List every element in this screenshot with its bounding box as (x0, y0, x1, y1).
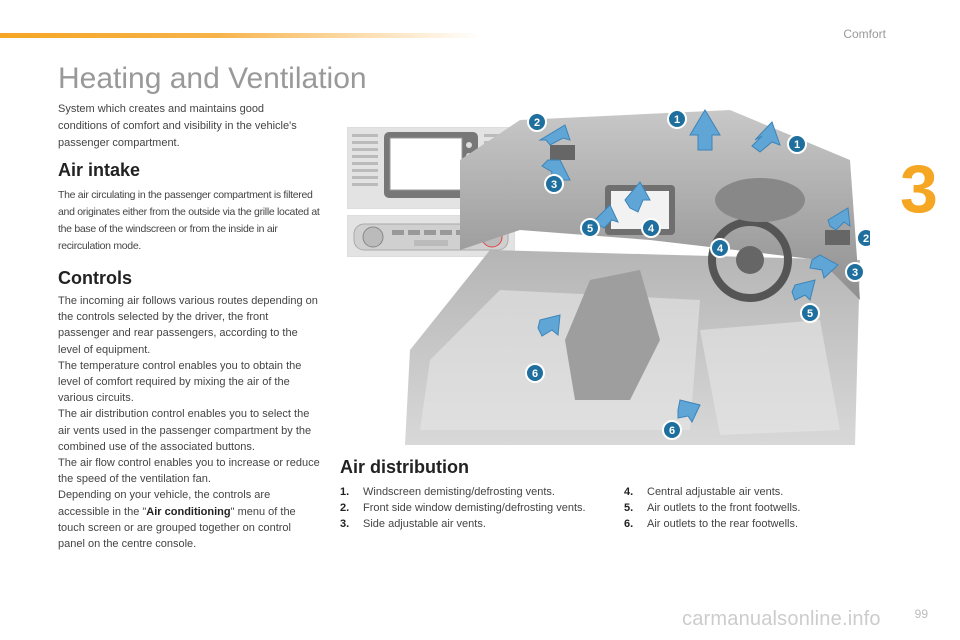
svg-text:5: 5 (807, 308, 813, 320)
air-intake-heading: Air intake (58, 160, 141, 180)
badge-3: 3 (845, 262, 865, 282)
badge-3: 3 (544, 174, 564, 194)
controls-paragraph: The air distribution control enables you… (58, 408, 312, 453)
controls-paragraph: The temperature control enables you to o… (58, 359, 302, 405)
badge-6: 6 (525, 363, 545, 383)
item-number: 3. (340, 518, 350, 530)
controls-text: The incoming air follows various routes … (58, 293, 320, 552)
badge-4: 4 (710, 238, 730, 258)
svg-text:2: 2 (863, 233, 869, 245)
badge-5: 5 (800, 303, 820, 323)
air-distribution-list: 4. Central adjustable air vents. 5. Air ou… (624, 484, 834, 532)
svg-text:3: 3 (551, 179, 557, 191)
badge-6: 6 (662, 420, 682, 440)
item-text: Windscreen demisting/defrosting vents. (363, 486, 555, 498)
svg-text:4: 4 (717, 243, 724, 255)
control-panel-image (347, 215, 515, 257)
accent-bar (0, 33, 480, 38)
list-item: 1. Windscreen demisting/defrosting vents. (340, 484, 590, 500)
controls-paragraph: The incoming air follows various routes … (58, 295, 318, 356)
page-title: Heating and Ventilation (58, 62, 367, 95)
badge-5: 5 (580, 218, 600, 238)
air-intake-text: The air circulating in the passenger com… (58, 189, 320, 252)
item-number: 5. (624, 502, 634, 514)
item-text: Central adjustable air vents. (647, 486, 784, 498)
item-number: 6. (624, 518, 634, 530)
page-number: 99 (914, 607, 928, 621)
item-number: 1. (340, 486, 350, 498)
chapter-number: 3 (900, 151, 938, 227)
list-item: 5. Air outlets to the front footwells. (624, 500, 834, 516)
badge-1: 1 (787, 134, 807, 154)
list-item: 3. Side adjustable air vents. (340, 516, 590, 532)
controls-heading: Controls (58, 268, 132, 288)
item-number: 4. (624, 486, 634, 498)
controls-text-part: " menu of the touch screen or are groupe… (58, 505, 296, 551)
item-text: Front side window demisting/defrosting v… (363, 502, 586, 514)
section-label: Comfort (843, 27, 886, 41)
badge-2: 2 (856, 228, 876, 248)
item-number: 2. (340, 502, 350, 514)
svg-text:6: 6 (669, 425, 675, 437)
air-conditioning-menu-label: Air conditioning (146, 505, 231, 518)
air-distribution-list: 1. Windscreen demisting/defrosting vents.… (340, 484, 590, 532)
svg-text:3: 3 (852, 267, 858, 279)
item-text: Side adjustable air vents. (363, 518, 486, 530)
item-text: Air outlets to the front footwells. (647, 502, 801, 514)
svg-text:6: 6 (532, 368, 538, 380)
controls-text-part: Depending on your vehicle, the controls … (58, 489, 271, 518)
svg-text:1: 1 (794, 139, 800, 151)
badge-1: 1 (667, 109, 687, 129)
badge-2: 2 (527, 112, 547, 132)
ventilation-diagram: 1 1 2 2 3 3 4 4 5 5 6 6 (400, 100, 876, 450)
air-distribution-heading: Air distribution (340, 457, 469, 477)
watermark: carmanualsonline.info (682, 608, 881, 630)
list-item: 6. Air outlets to the rear footwells. (624, 516, 834, 532)
intro-text: System which creates and maintains good … (58, 103, 297, 149)
controls-paragraph: The air flow control enables you to incr… (58, 457, 320, 486)
svg-text:1: 1 (674, 114, 680, 126)
list-item: 2. Front side window demisting/defrosting… (340, 500, 590, 516)
item-text: Air outlets to the rear footwells. (647, 518, 799, 530)
badge-4: 4 (641, 218, 661, 238)
svg-text:2: 2 (534, 117, 540, 129)
svg-text:4: 4 (648, 223, 655, 235)
svg-text:5: 5 (587, 223, 593, 235)
list-item: 4. Central adjustable air vents. (624, 484, 834, 500)
controls-paragraph: Depending on your vehicle, the controls … (58, 487, 320, 552)
